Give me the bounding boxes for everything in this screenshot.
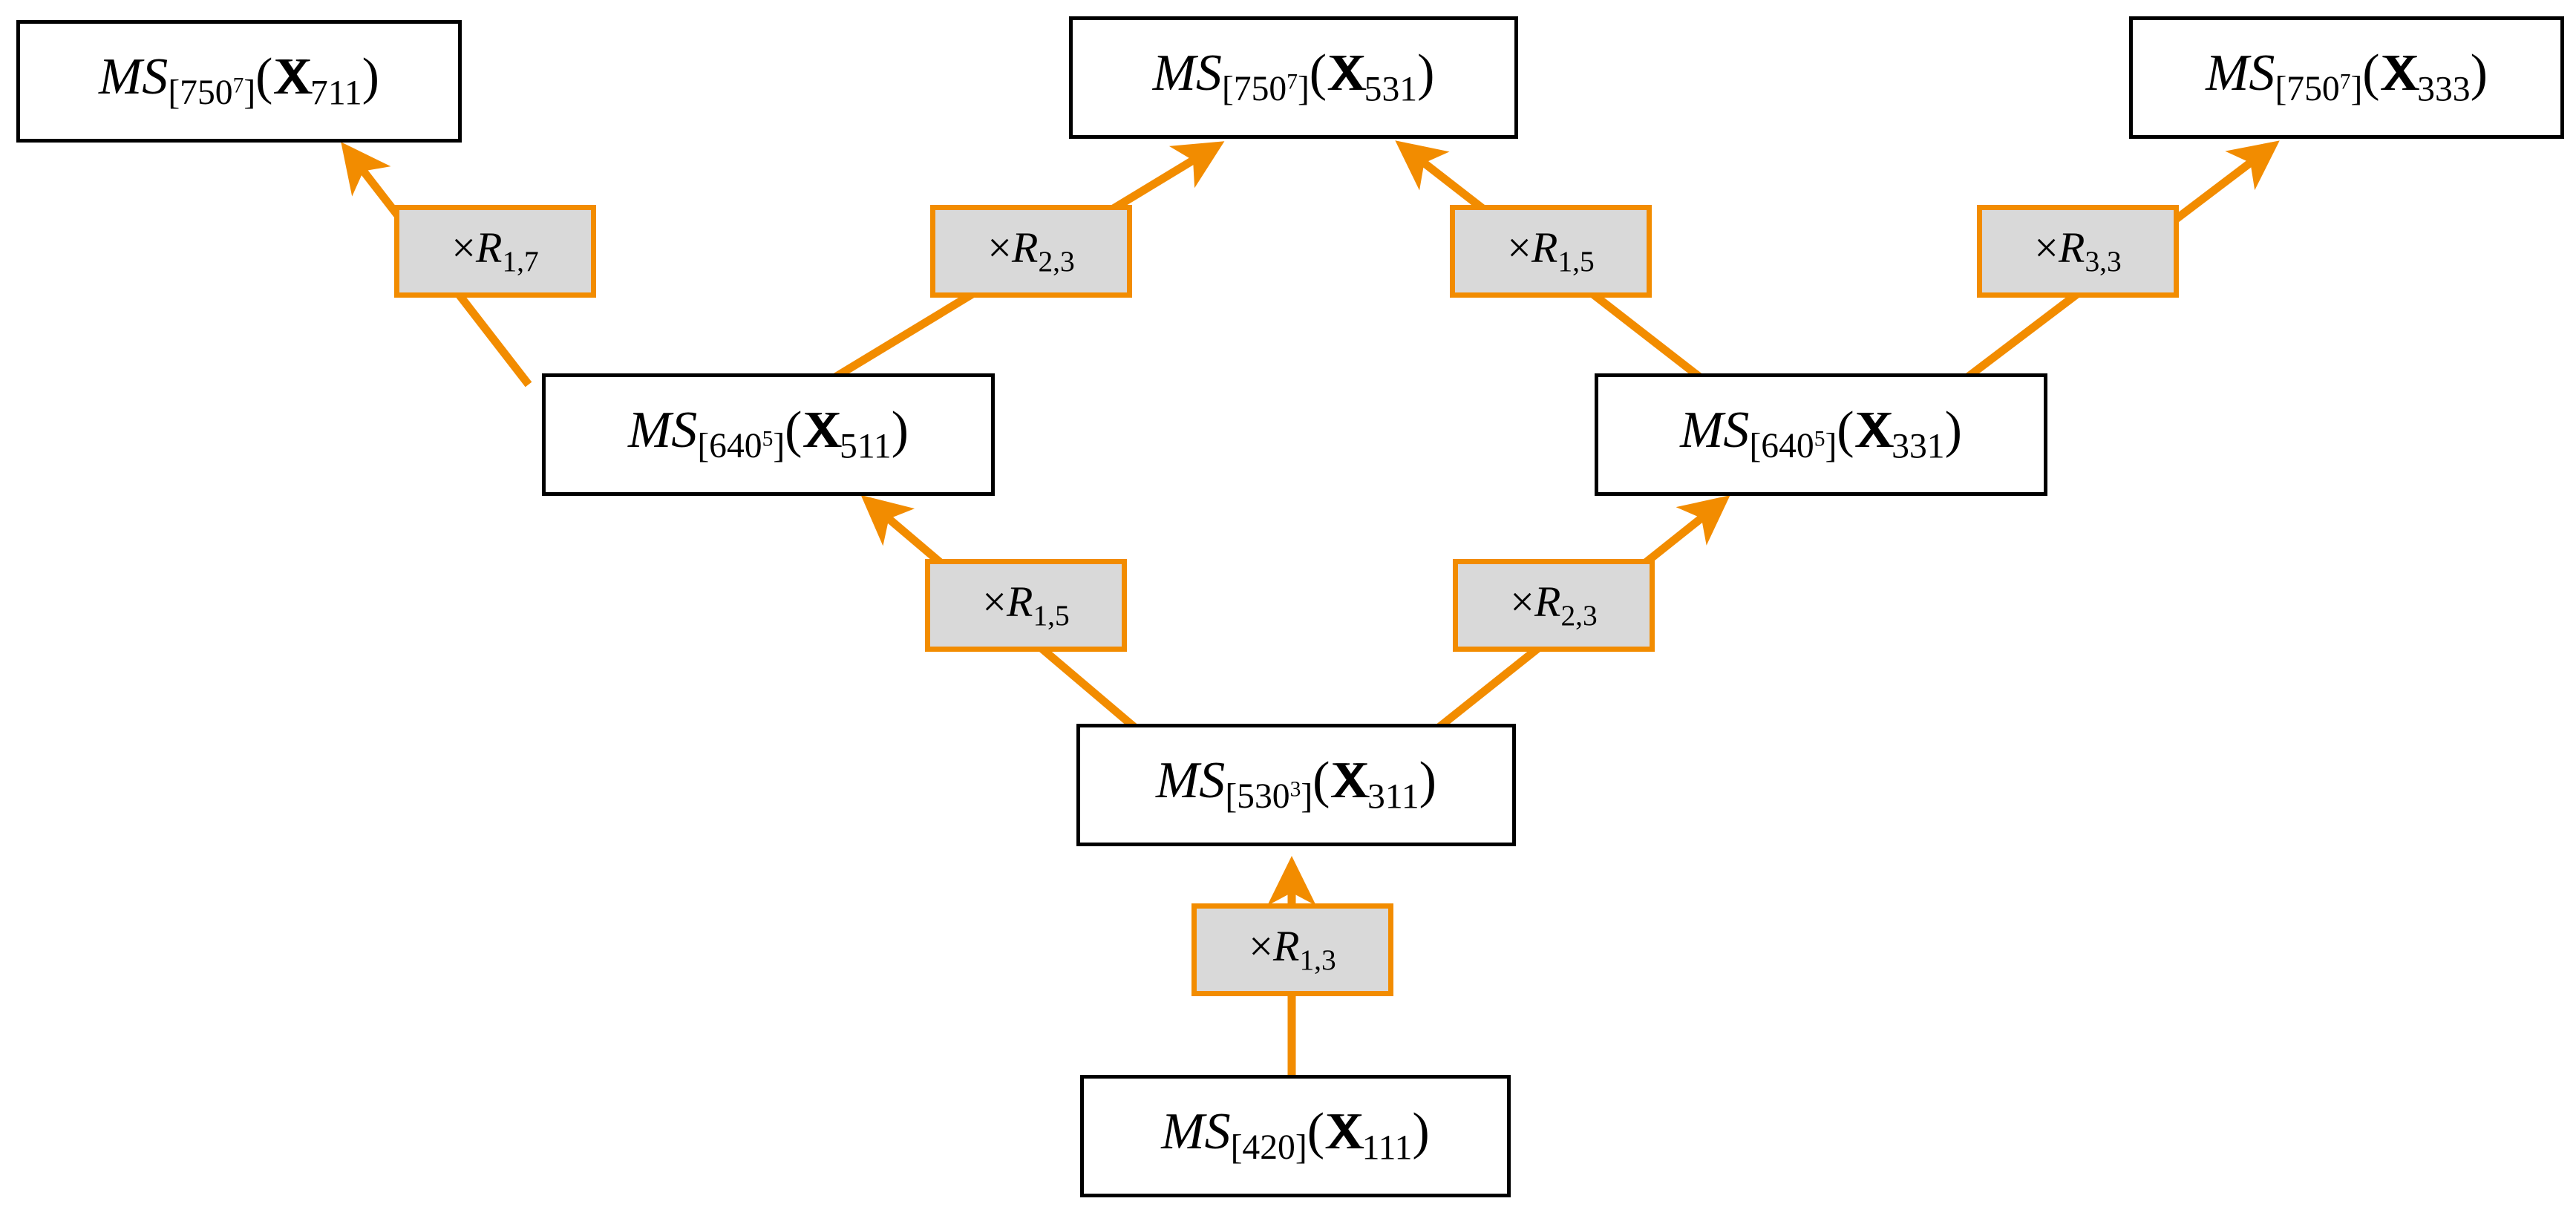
- edge-label-R-2-3-mid: ×R2,3: [1510, 577, 1598, 632]
- edge-label-box-R-1-3[interactable]: ×R1,3: [1191, 903, 1393, 996]
- edge-label-box-R-2-3-top[interactable]: ×R2,3: [930, 205, 1132, 298]
- edge-label-R-1-7: ×R1,7: [451, 223, 539, 278]
- edge-label-box-R-1-5-mid[interactable]: ×R1,5: [925, 559, 1127, 652]
- edge-label-R-1-3: ×R1,3: [1249, 921, 1336, 976]
- edge-label-box-R-1-5-top[interactable]: ×R1,5: [1450, 205, 1652, 298]
- edge-label-R-3-3: ×R3,3: [2034, 223, 2122, 278]
- edge-label-R-1-5-mid: ×R1,5: [982, 577, 1070, 632]
- edge-label-R-1-5-top: ×R1,5: [1507, 223, 1595, 278]
- edge-label-box-R-2-3-mid[interactable]: ×R2,3: [1453, 559, 1655, 652]
- edge-label-box-R-1-7[interactable]: ×R1,7: [394, 205, 596, 298]
- edge-label-box-R-3-3[interactable]: ×R3,3: [1977, 205, 2179, 298]
- edge-label-R-2-3-top: ×R2,3: [987, 223, 1075, 278]
